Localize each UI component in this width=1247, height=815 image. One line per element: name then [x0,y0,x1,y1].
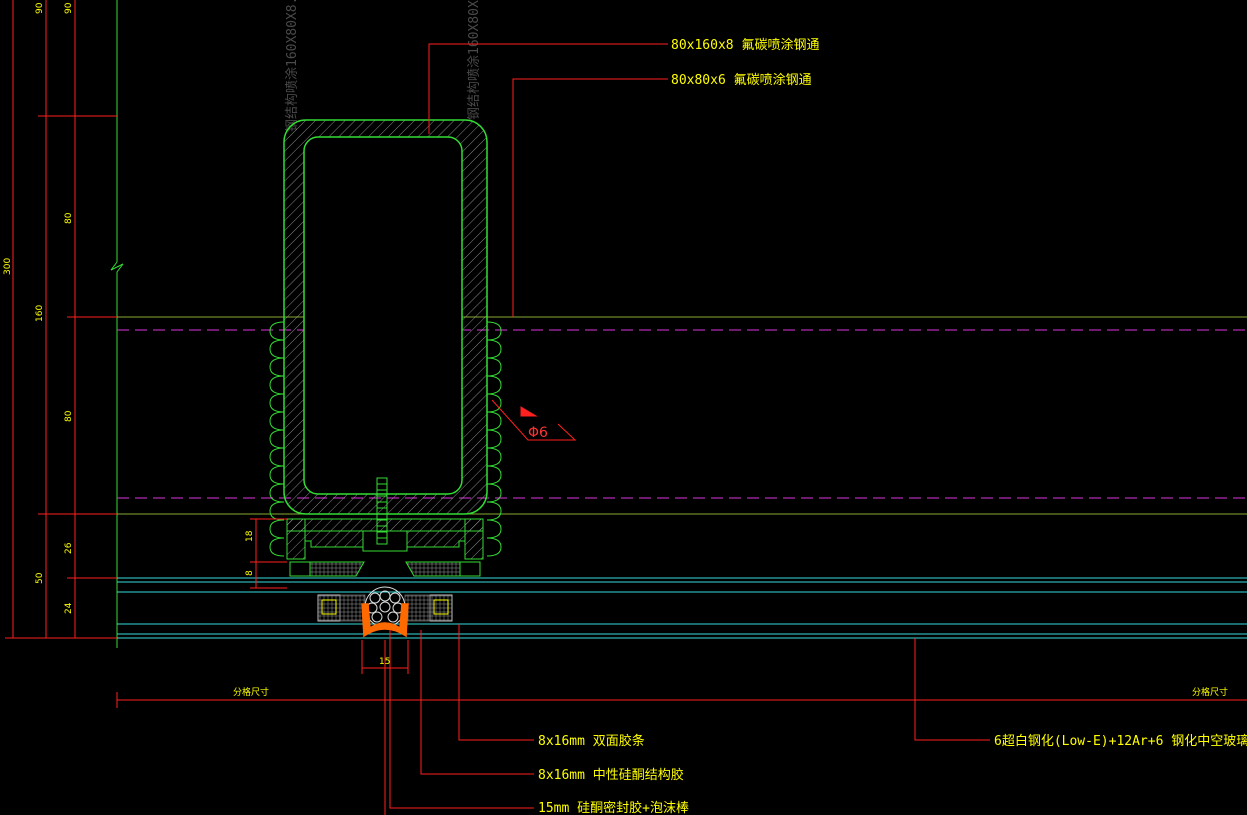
weld-beads-left [269,321,285,557]
note-weld: Φ6 [528,425,548,441]
note-split-left: 分格尺寸 [233,686,269,698]
foam-backer-rod [364,586,406,628]
dim-col3-d3: 80 [64,410,74,422]
ghost-text-inner: 钢结构喷涂160X80X8.0mm [466,0,482,120]
dimension-lines [5,0,1247,815]
dim-col2-d3: 50 [35,572,45,584]
dim-col3-d2: 80 [64,212,74,224]
frame-lines [110,0,1247,648]
dim-seal-h2: 8 [245,570,255,576]
dim-joint-width: 15 [379,657,390,667]
note-tape: 8x16mm 双面胶条 [538,733,645,749]
dimension-texts: 300 90 160 50 90 80 80 26 24 18 8 15 [3,2,390,667]
weld-beads-right [486,321,502,557]
steel-tube [283,119,488,515]
note-sealant: 15mm 硅酮密封胶+泡沫棒 [538,800,689,815]
weather-sealant [361,603,409,638]
dim-col3-d1: 90 [64,2,74,14]
ghost-text-outer: 钢结构喷涂160X80X8.0mm [284,0,300,132]
note-glass: 6超白钢化(Low-E)+12Ar+6 钢化中空玻璃 [994,733,1247,749]
glass-panes [117,577,1247,639]
note-structural-strip: 8x16mm 中性硅酮结构胶 [538,767,684,783]
leader-lines [389,43,990,809]
dim-outer-total: 300 [3,258,13,275]
dim-seal-h1: 18 [245,530,255,542]
dim-col2-d2: 160 [35,305,45,322]
note-tube-outer: 80x160x8 氟碳喷涂钢通 [671,37,819,53]
dim-col2-d1: 90 [35,2,45,14]
note-split-right: 分格尺寸 [1192,686,1228,698]
aluminium-profile [286,518,484,577]
glass-tape-blocks [317,594,453,622]
note-tube-inner: 80x80x6 氟碳喷涂钢通 [671,72,812,88]
dim-col3-d4: 26 [64,542,74,554]
dim-col3-d5: 24 [64,602,74,614]
notes: 80x160x8 氟碳喷涂钢通 80x80x6 氟碳喷涂钢通 8x16mm 双面… [233,37,1247,815]
